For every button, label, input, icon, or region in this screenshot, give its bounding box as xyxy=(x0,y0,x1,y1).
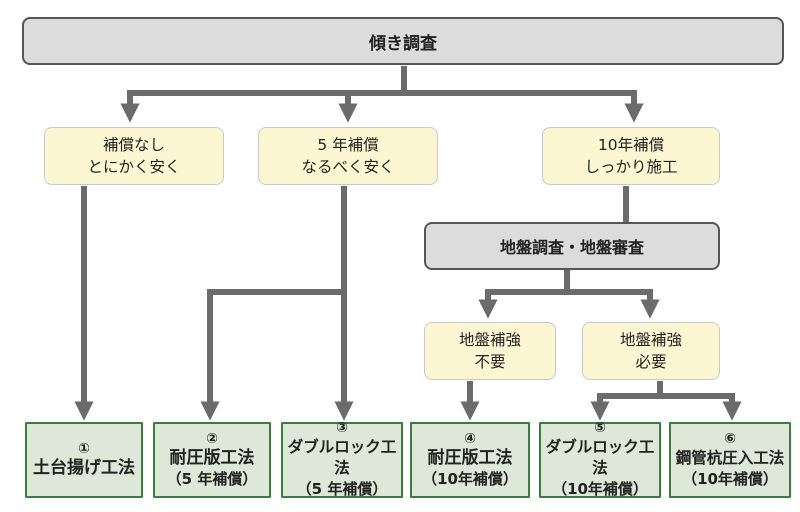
method-2-name: 耐圧版工法 xyxy=(169,447,255,468)
option-1-line1: 補償なし xyxy=(102,136,165,154)
method-2-warranty: （5 年補償） xyxy=(166,469,258,488)
method-4-warranty: （10年補償） xyxy=(422,469,518,488)
method-3-number: ③ xyxy=(336,420,348,436)
method-4-name: 耐圧版工法 xyxy=(427,447,513,468)
soil-box-1: 地盤補強 不要 xyxy=(424,322,556,380)
method-6-warranty: （10年補償） xyxy=(682,469,778,488)
survey-box-label: 地盤調査・地盤審査 xyxy=(499,238,644,257)
method-3-name: ダブルロック工法 xyxy=(287,438,397,477)
option-1-line2: とにかく安く xyxy=(87,158,181,176)
option-box-1: 補償なし とにかく安く xyxy=(44,127,224,185)
option-box-3: 10年補償 しっかり施工 xyxy=(542,127,720,185)
method-2-number: ② xyxy=(206,430,218,447)
method-3-warranty: （5 年補償） xyxy=(296,480,388,498)
top-box: 傾き調査 xyxy=(22,17,784,65)
method-5-warranty: （10年補償） xyxy=(552,480,648,498)
option-3-line2: しっかり施工 xyxy=(584,158,678,176)
soil-2-line1: 地盤補強 xyxy=(619,331,682,349)
method-6-name: 鋼管杭圧入工法 xyxy=(675,448,785,467)
option-3-line1: 10年補償 xyxy=(597,136,665,154)
method-box-2: ② 耐圧版工法 （5 年補償） xyxy=(153,422,271,498)
method-5-name: ダブルロック工法 xyxy=(545,438,655,477)
soil-box-2: 地盤補強 必要 xyxy=(582,322,720,380)
option-box-2: 5 年補償 なるべく安く xyxy=(258,127,438,185)
method-box-6: ⑥ 鋼管杭圧入工法 （10年補償） xyxy=(669,422,791,498)
soil-2-line2: 必要 xyxy=(635,353,667,371)
option-2-line2: なるべく安く xyxy=(301,158,395,176)
method-box-1: ① 土台揚げ工法 xyxy=(25,422,143,498)
method-4-number: ④ xyxy=(464,430,476,447)
soil-1-line1: 地盤補強 xyxy=(458,331,521,349)
method-5-number: ⑤ xyxy=(594,420,606,436)
method-box-4: ④ 耐圧版工法 （10年補償） xyxy=(410,422,530,498)
soil-1-line2: 不要 xyxy=(474,353,506,371)
method-1-number: ① xyxy=(78,441,90,457)
method-box-3: ③ ダブルロック工法 （5 年補償） xyxy=(281,420,403,498)
method-6-number: ⑥ xyxy=(724,430,736,447)
option-2-line1: 5 年補償 xyxy=(317,136,379,154)
top-box-label: 傾き調査 xyxy=(369,33,437,54)
method-1-name: 土台揚げ工法 xyxy=(33,458,135,478)
survey-box: 地盤調査・地盤審査 xyxy=(424,222,720,270)
method-box-5: ⑤ ダブルロック工法 （10年補償） xyxy=(539,420,661,498)
